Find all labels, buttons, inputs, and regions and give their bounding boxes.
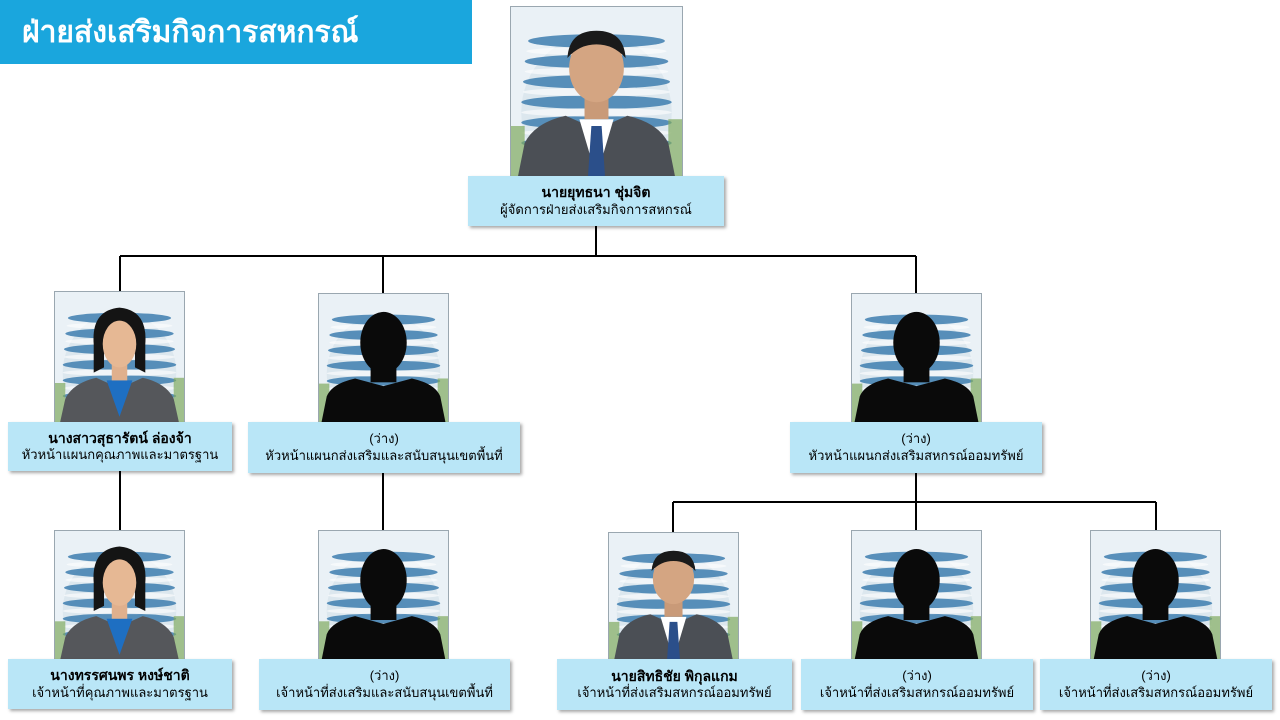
staff-savings-1-label: นายสิทธิชัย พิกุลแกม เจ้าหน้าที่ส่งเสริม… [557,659,792,710]
staff-savings-2-photo [851,530,982,661]
head-quality-label: นางสาวสุธารัตน์ ล่องจ้า หัวหน้าแผนกคุณภา… [8,422,232,471]
head-area-label: (ว่าง) หัวหน้าแผนกส่งเสริมและสนับสนุนเขต… [248,422,520,473]
staff-savings-3-photo [1090,530,1221,661]
staff-savings-3-position: เจ้าหน้าที่ส่งเสริมสหกรณ์ออมทรัพย์ [1058,684,1254,700]
staff-area-photo [318,530,449,661]
staff-area-label: (ว่าง) เจ้าหน้าที่ส่งเสริมและสนับสนุนเขต… [259,659,510,710]
staff-savings-1-position: เจ้าหน้าที่ส่งเสริมสหกรณ์ออมทรัพย์ [577,685,772,701]
staff-savings-2-label: (ว่าง) เจ้าหน้าที่ส่งเสริมสหกรณ์ออมทรัพย… [801,659,1033,710]
head-area-photo [318,293,449,423]
staff-area-position: เจ้าหน้าที่ส่งเสริมและสนับสนุนเขตพื้นที่ [276,684,493,700]
head-area-position: หัวหน้าแผนกส่งเสริมและสนับสนุนเขตพื้นที่ [265,447,503,463]
staff-quality-position: เจ้าหน้าที่คุณภาพและมาตรฐาน [32,684,208,700]
staff-area-name: (ว่าง) [369,667,400,683]
head-savings-name: (ว่าง) [901,430,931,446]
head-quality-position: หัวหน้าแผนกคุณภาพและมาตรฐาน [21,447,219,463]
director-position: ผู้จัดการฝ่ายส่งเสริมกิจการสหกรณ์ [500,201,692,217]
head-savings-position: หัวหน้าแผนกส่งเสริมสหกรณ์ออมทรัพย์ [808,447,1024,463]
staff-quality-photo [54,530,185,661]
head-area-name: (ว่าง) [369,430,399,446]
staff-savings-2-name: (ว่าง) [902,667,932,683]
staff-savings-2-position: เจ้าหน้าที่ส่งเสริมสหกรณ์ออมทรัพย์ [819,684,1015,700]
page-title: ฝ่ายส่งเสริมกิจการสหกรณ์ [0,0,472,64]
staff-savings-1-photo [608,532,739,661]
head-quality-name: นางสาวสุธารัตน์ ล่องจ้า [48,429,192,446]
head-quality-photo [54,291,185,423]
staff-quality-name: นางทรรศนพร หงษ์ชาติ [50,667,190,684]
director-photo [510,6,683,178]
staff-savings-1-name: นายสิทธิชัย พิกุลแกม [611,667,738,684]
staff-savings-3-label: (ว่าง) เจ้าหน้าที่ส่งเสริมสหกรณ์ออมทรัพย… [1040,659,1272,710]
director-name: นายยุทธนา ชุ่มจิต [541,184,651,201]
staff-quality-label: นางทรรศนพร หงษ์ชาติ เจ้าหน้าที่คุณภาพและ… [8,659,232,709]
head-savings-label: (ว่าง) หัวหน้าแผนกส่งเสริมสหกรณ์ออมทรัพย… [790,422,1042,473]
staff-savings-3-name: (ว่าง) [1141,667,1171,683]
head-savings-photo [851,293,982,423]
director-label: นายยุทธนา ชุ่มจิต ผู้จัดการฝ่ายส่งเสริมก… [468,176,724,226]
